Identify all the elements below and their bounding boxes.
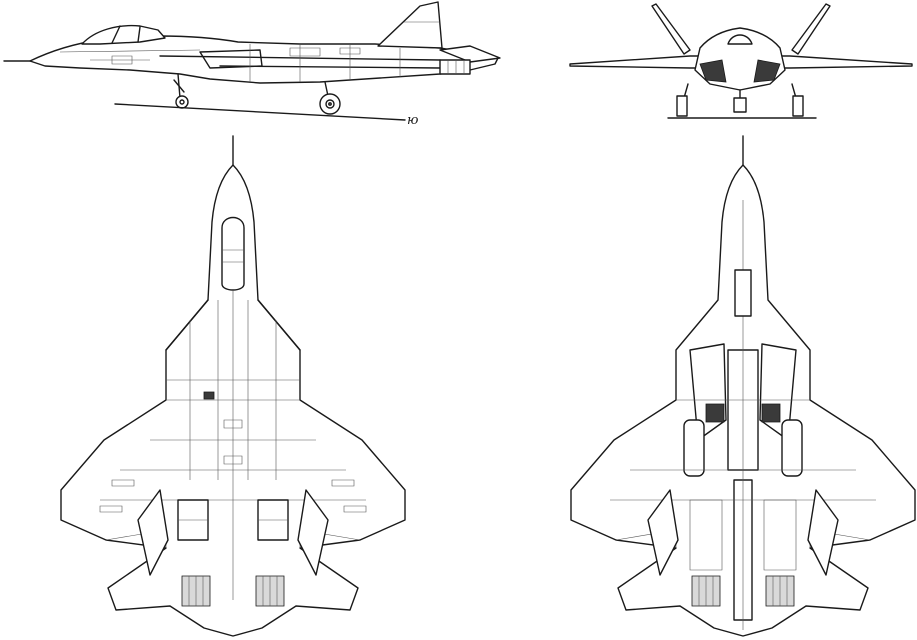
scale-mark-label: ю bbox=[407, 113, 418, 128]
side-view: ю bbox=[4, 2, 500, 128]
front-view bbox=[570, 4, 912, 118]
top-view bbox=[61, 136, 405, 636]
bottom-view bbox=[571, 136, 915, 636]
